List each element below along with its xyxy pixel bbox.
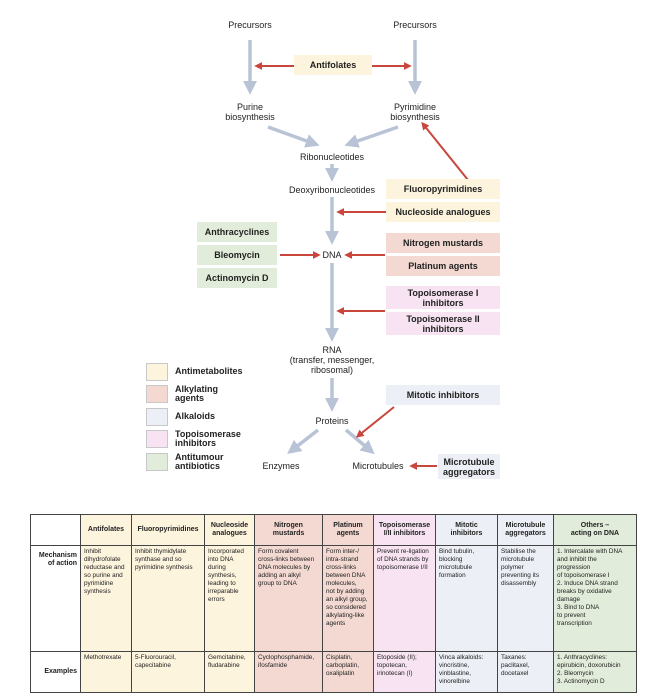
table-cell: Methotrexate — [80, 651, 132, 693]
table-header: Microtubule aggregators — [497, 514, 554, 546]
table-header: Topoisomerase I/II inhibitors — [373, 514, 436, 546]
legend-label: Alkaloids — [175, 411, 216, 421]
table-cell: Cisplatin, carboplatin, oxaliplatin — [322, 651, 374, 693]
table-cell: Bind tubulin, blocking microtubule forma… — [435, 545, 498, 652]
drug-class-table: Antifolates Fluoropyrimidines Nucleoside… — [30, 514, 637, 693]
table-cell: Incorporated into DNA during synthesis, … — [204, 545, 255, 652]
legend-label: Alkylating agents — [175, 384, 219, 403]
table-header: Antifolates — [80, 514, 132, 546]
table-row-label-examples: Examples — [30, 651, 81, 693]
node-microtubules: Microtubules — [352, 461, 404, 471]
legend-swatch — [146, 385, 168, 403]
flow-arrow-proteins-microtubules — [344, 428, 375, 455]
drug-mitotic-inhibitors: Mitotic inhibitors — [386, 385, 500, 405]
flow-arrow-proteins-enzymes — [287, 428, 320, 455]
table-cell: Prevent re-ligation of DNA strands by to… — [373, 545, 436, 652]
legend-item-antitumour: Antitumour antibiotics — [146, 453, 286, 471]
table-row-label-mechanism: Mechanism of action — [30, 545, 81, 652]
legend-label: Antitumour antibiotics — [175, 452, 224, 471]
table-cell: Vinca alkaloids: vincristine, vinblastin… — [435, 651, 498, 693]
table-header: Platinum agents — [322, 514, 374, 546]
node-pyrimidine-biosynthesis: Pyrimidine biosynthesis — [390, 102, 440, 122]
drug-topoisomerase-i: Topoisomerase I inhibitors — [386, 286, 500, 309]
drug-topoisomerase-ii: Topoisomerase II inhibitors — [386, 312, 500, 335]
table-header: Others – acting on DNA — [553, 514, 637, 546]
drug-platinum-agents: Platinum agents — [386, 256, 500, 276]
drug-arrow-fluoropyrimidines — [421, 121, 469, 181]
table-header: Nucleoside analogues — [204, 514, 255, 546]
node-precursors-left: Precursors — [228, 20, 272, 30]
legend-item-alkaloids: Alkaloids — [146, 408, 286, 426]
table-row-examples: Examples Methotrexate 5-Fluorouracil, ca… — [30, 651, 637, 693]
flow-arrow-purine-ribonucleotides — [267, 125, 320, 148]
drug-antifolates: Antifolates — [294, 55, 372, 75]
table-cell: Inhibit dihydrofolate reductase and so p… — [80, 545, 132, 652]
drug-microtubule-aggregators: Microtubule aggregators — [438, 454, 500, 479]
flow-arrow-pyrimidine-ribonucleotides — [344, 125, 399, 148]
table-header: Nitrogen mustards — [254, 514, 323, 546]
node-purine-biosynthesis: Purine biosynthesis — [225, 102, 275, 122]
node-proteins: Proteins — [315, 416, 349, 426]
legend-item-topoisomerase: Topoisomerase inhibitors — [146, 430, 286, 448]
pathway-arrows — [243, 40, 469, 470]
drug-arrow-mitotic-inhibitors — [355, 406, 395, 438]
table-cell: Form inter-/ intra-strand cross-links be… — [322, 545, 374, 652]
table-header: Fluoropyrimidines — [131, 514, 205, 546]
legend-label: Topoisomerase inhibitors — [175, 429, 241, 448]
node-ribonucleotides: Ribonucleotides — [299, 152, 365, 162]
node-enzymes: Enzymes — [262, 461, 300, 471]
legend-swatch — [146, 453, 168, 471]
legend-swatch — [146, 363, 168, 381]
legend-swatch — [146, 430, 168, 448]
table-header-row: Antifolates Fluoropyrimidines Nucleoside… — [30, 514, 637, 546]
legend-item-alkylating: Alkylating agents — [146, 385, 286, 403]
table-cell: Cyclophosphamide, ifosfamide — [254, 651, 323, 693]
drug-anthracyclines: Anthracyclines — [197, 222, 277, 242]
table-cell: Stabilise the microtubule polymer preven… — [497, 545, 554, 652]
pathway-diagram: Precursors Precursors Purine biosynthesi… — [146, 20, 500, 479]
node-dna: DNA — [322, 250, 342, 260]
drug-fluoropyrimidines: Fluoropyrimidines — [386, 179, 500, 199]
table-cell: 5-Fluorouracil, capecitabine — [131, 651, 205, 693]
drug-actinomycin-d: Actinomycin D — [197, 268, 277, 288]
table-row-mechanism: Mechanism of action Inhibit dihydrofolat… — [30, 545, 637, 652]
table-cell: Gemcitabine, fludarabine — [204, 651, 255, 693]
node-deoxyribonucleotides: Deoxyribonucleotides — [288, 185, 376, 195]
drug-nucleoside-analogues: Nucleoside analogues — [386, 202, 500, 222]
node-rna: RNA (transfer, messenger, ribosomal) — [289, 345, 375, 375]
drug-nitrogen-mustards: Nitrogen mustards — [386, 233, 500, 253]
table-cell: Taxanes: paclitaxel, docetaxel — [497, 651, 554, 693]
table-cell: Inhibit thymidylate synthase and so pyri… — [131, 545, 205, 652]
table-header: Mitotic inhibitors — [435, 514, 498, 546]
node-precursors-right: Precursors — [393, 20, 437, 30]
legend-swatch — [146, 408, 168, 426]
legend-item-antimetabolites: Antimetabolites — [146, 363, 286, 381]
table-cell: 1. Intercalate with DNA and inhibit the … — [553, 545, 637, 652]
table-cell: Etoposide (II); topotecan, irinotecan (I… — [373, 651, 436, 693]
table-corner-cell — [30, 514, 81, 546]
table-cell: 1. Anthracyclines: epirubicin, doxorubic… — [553, 651, 637, 693]
drug-bleomycin: Bleomycin — [197, 245, 277, 265]
legend-label: Antimetabolites — [175, 366, 243, 376]
table-cell: Form covalent cross-links between DNA mo… — [254, 545, 323, 652]
